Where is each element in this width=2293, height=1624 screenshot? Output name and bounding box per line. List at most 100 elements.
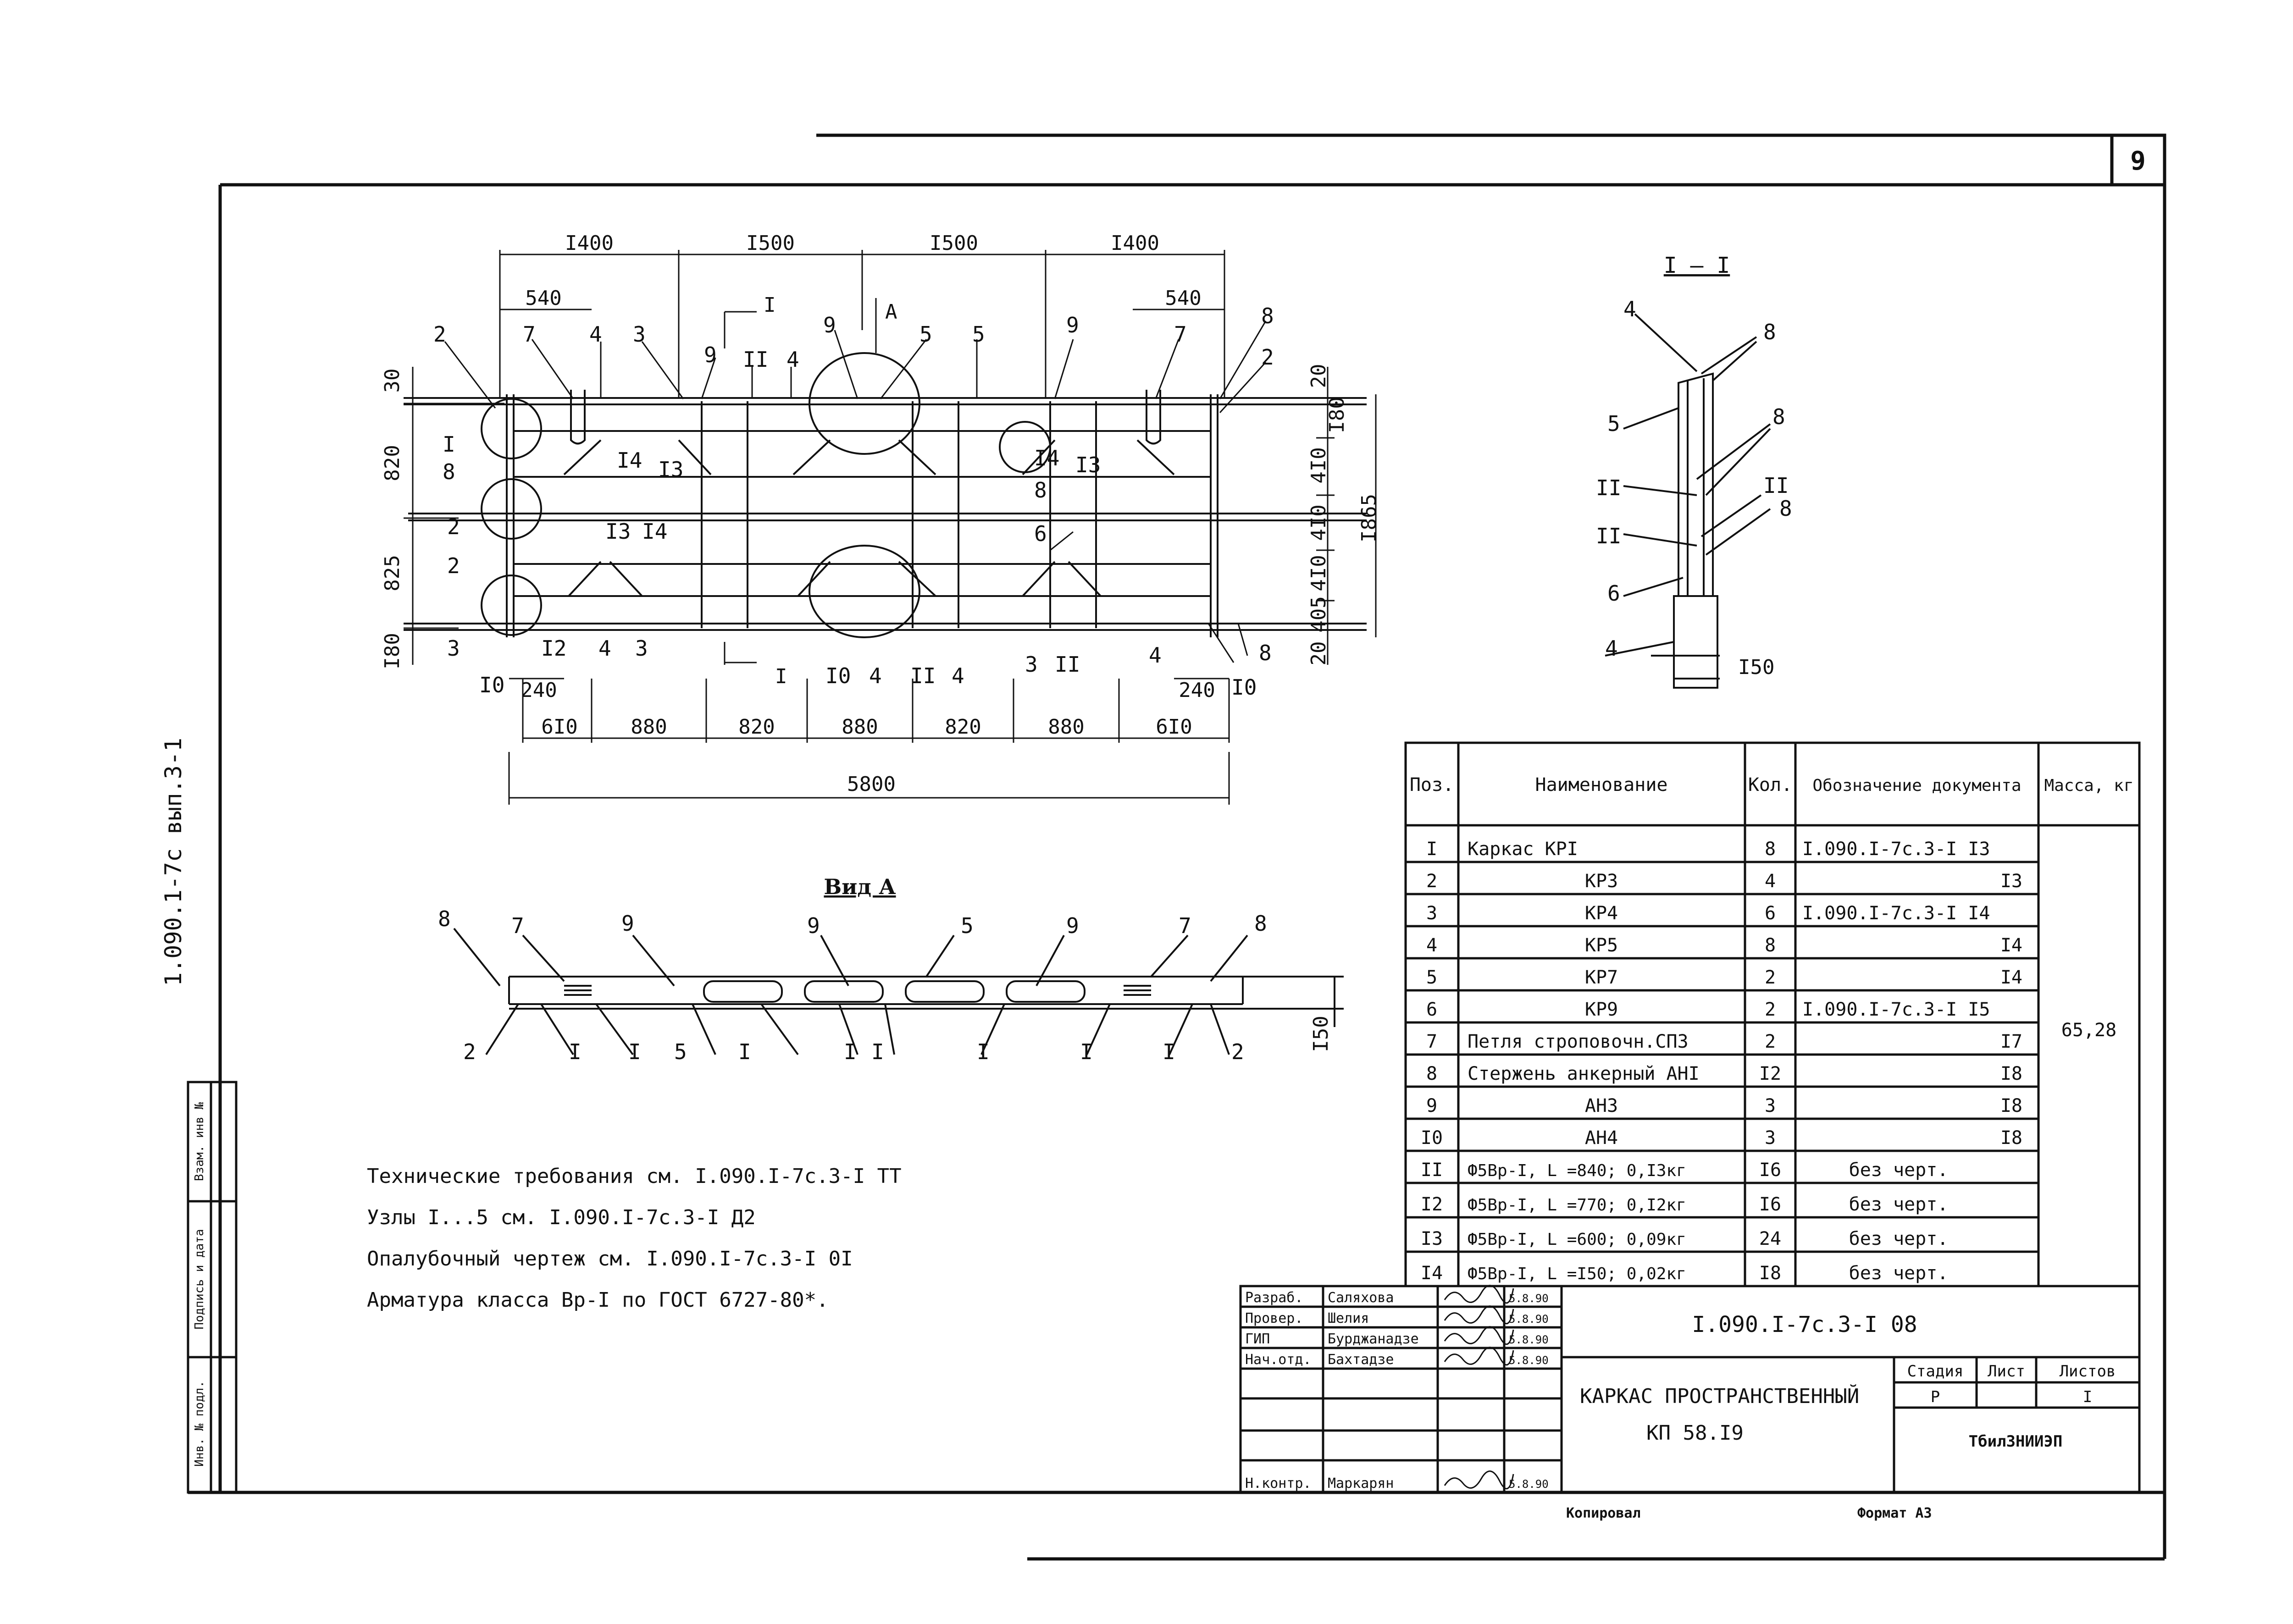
table-cell-qty: 2 — [1765, 967, 1776, 988]
callout: I — [1163, 1039, 1175, 1064]
callout: 4 — [1149, 643, 1162, 668]
callout: 3 — [635, 636, 648, 661]
dim-bot-6: 880 — [1048, 715, 1084, 739]
note-2: Узлы I...5 см. I.090.I-7с.3-I Д2 — [367, 1206, 756, 1229]
table-cell-pos: 2 — [1426, 871, 1437, 892]
title-block-name: Маркарян — [1328, 1475, 1394, 1491]
callout: II — [1763, 473, 1789, 498]
dim-sub-right: 540 — [1165, 287, 1201, 310]
callout: II — [1596, 475, 1621, 500]
callout: 4 — [1623, 297, 1636, 321]
title-block-name: Бурджанадзе — [1328, 1331, 1419, 1347]
table-cell-qty: I2 — [1759, 1063, 1781, 1084]
callout: II — [1055, 652, 1080, 677]
callout: 2 — [447, 553, 460, 578]
title-block-date: 5.8.90 — [1509, 1292, 1549, 1305]
callout: I4 — [642, 519, 667, 544]
stage-header: Стадия — [1907, 1362, 1964, 1381]
dim-right-1: 20 — [1307, 364, 1330, 388]
callout: 2 — [1231, 1039, 1244, 1064]
note-1: Технические требования см. I.090.I-7с.3-… — [367, 1165, 902, 1188]
dim-bot-4: 880 — [842, 715, 878, 739]
callout: 9 — [704, 342, 717, 367]
signature-scribble — [1444, 1285, 1514, 1304]
callout: I — [443, 432, 455, 457]
note-3: Опалубочный чертеж см. I.090.I-7с.3-I 0I — [367, 1247, 853, 1270]
title-line-2: КП 58.I9 — [1646, 1421, 1744, 1445]
dim-right-6: 405 — [1307, 596, 1330, 632]
table-cell-doc: I4 — [2000, 935, 2022, 956]
table-cell-doc: без черт. — [1849, 1228, 1949, 1249]
callout: 3 — [1025, 652, 1038, 677]
view-a-title: Вид А — [824, 874, 896, 899]
dim-top-3: I500 — [930, 232, 978, 255]
table-cell-name: Ф5Вр-I, L =I50; 0,02кг — [1468, 1265, 1686, 1283]
dim-edge-right: 240 — [1179, 679, 1215, 702]
title-block-name: Шелия — [1328, 1310, 1369, 1326]
table-cell-name: АН4 — [1585, 1127, 1618, 1149]
callout: 3 — [447, 636, 460, 661]
dim-right-5: 4I0 — [1307, 555, 1330, 591]
callout: I2 — [541, 636, 566, 661]
table-cell-doc: I7 — [2000, 1031, 2022, 1052]
dim-left-2: 820 — [381, 445, 404, 481]
title-block-role: Н.контр. — [1245, 1475, 1312, 1491]
dim-left-1: 30 — [381, 369, 404, 393]
title-block-role: Разраб. — [1245, 1290, 1303, 1306]
table-cell-pos: II — [1421, 1160, 1443, 1181]
callout: I4 — [617, 448, 642, 473]
doc-code: I.090.I-7с.3-I 08 — [1692, 1312, 1917, 1337]
section-mark-top: I — [764, 293, 776, 317]
callout: 6 — [1607, 581, 1620, 606]
callout: I3 — [1075, 453, 1101, 477]
table-cell-pos: I2 — [1421, 1194, 1443, 1215]
dim-total: 5800 — [847, 773, 896, 796]
title-block-name: Бахтадзе — [1328, 1352, 1394, 1368]
dim-top-4: I400 — [1111, 232, 1159, 255]
signature-scribble — [1444, 1305, 1514, 1325]
table-cell-qty: 6 — [1765, 903, 1776, 924]
dim-right-7: 20 — [1307, 641, 1330, 666]
callout: 7 — [523, 322, 536, 347]
table-cell-doc: без черт. — [1849, 1263, 1949, 1284]
callout: 5 — [1607, 411, 1620, 436]
table-cell-name: КР9 — [1585, 999, 1618, 1020]
dim-top-1: I400 — [565, 232, 614, 255]
main-view: I400 I500 I500 I400 540 540 6I0 880 820 … — [381, 232, 1381, 805]
table-cell-pos: 5 — [1426, 967, 1437, 988]
callout: 2 — [463, 1039, 476, 1064]
table-cell-doc: I3 — [2000, 871, 2022, 892]
table-cell-name: АН3 — [1585, 1095, 1618, 1116]
title-block-role: Нач.отд. — [1245, 1352, 1312, 1368]
table-cell-qty: 2 — [1765, 999, 1776, 1020]
table-header-doc: Обозначение документа — [1812, 776, 2021, 795]
callout: 4 — [952, 663, 964, 688]
callout: I3 — [605, 519, 631, 544]
dim-bot-3: 820 — [738, 715, 775, 739]
callout: 7 — [1179, 913, 1191, 938]
callout: 8 — [1254, 911, 1267, 936]
table-cell-name: КР3 — [1585, 871, 1618, 892]
table-cell-pos: I — [1426, 839, 1437, 860]
table-cell-doc: I8 — [2000, 1127, 2022, 1149]
table-cell-doc: I.090.I-7с.3-I I5 — [1802, 999, 1990, 1020]
callout: 8 — [1261, 304, 1274, 328]
callout: 8 — [1772, 404, 1785, 429]
view-mark: А — [885, 300, 897, 324]
view-a: Вид А — [438, 874, 1344, 1064]
callout: I — [738, 1039, 751, 1064]
dim-bot-5: 820 — [945, 715, 981, 739]
table-cell-pos: 3 — [1426, 903, 1437, 924]
callout: 7 — [511, 913, 524, 938]
callout: II — [910, 663, 936, 688]
callout: I — [871, 1039, 884, 1064]
callout: 6 — [1034, 521, 1047, 546]
dim-overall-height: I865 — [1357, 494, 1381, 542]
organization: ТбилЗНИИЭП — [1969, 1432, 2063, 1451]
sheet-header: Лист — [1988, 1362, 2025, 1381]
callout: 7 — [1174, 322, 1187, 347]
table-mass-value: 65,28 — [2061, 1020, 2116, 1041]
